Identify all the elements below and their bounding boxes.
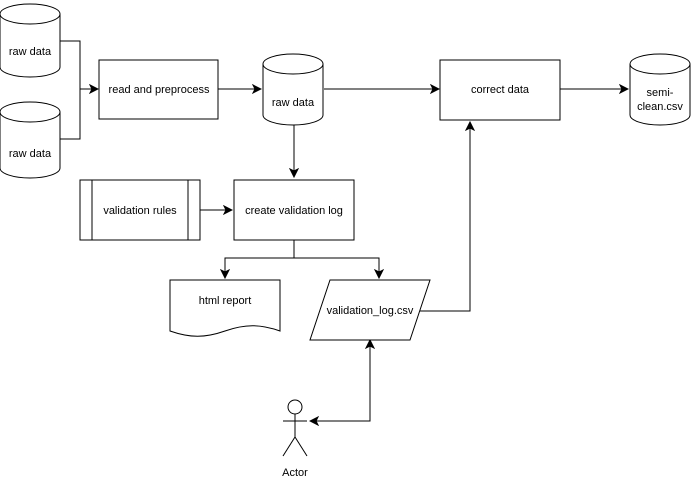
raw-data-2-label: raw data: [9, 148, 52, 160]
raw-data-1-label: raw data: [9, 46, 52, 58]
read-and-preprocess-label: read and preprocess: [109, 84, 210, 96]
create-validation-log-label: create validation log: [245, 205, 343, 217]
html-report-label: html report: [199, 295, 252, 307]
edges: [60, 40, 628, 422]
actor-head-icon: [287, 399, 303, 415]
actor-figure[interactable]: Actor: [282, 399, 308, 479]
edge-raw-data-2-to-read: [60, 89, 98, 140]
validation-log-csv-label: validation_log.csv: [327, 305, 414, 317]
validation-rules-label: validation rules: [103, 205, 177, 217]
raw-data-3-label: raw data: [272, 97, 315, 109]
create-validation-log-process[interactable]: create validation log: [233, 179, 355, 241]
edge-actor-validation-csv: [321, 340, 370, 422]
semi-clean-csv-cylinder[interactable]: semi- clean.csv: [629, 53, 691, 126]
correct-data-process[interactable]: correct data: [439, 59, 561, 121]
edge-raw-data-1-to-read: [60, 40, 81, 89]
semi-clean-line2-label: clean.csv: [637, 101, 683, 113]
edge-create-log-to-validation-csv: [294, 257, 379, 278]
edge-create-log-to-html-report: [225, 240, 295, 278]
correct-data-label: correct data: [471, 84, 530, 96]
raw-data-cylinder-1[interactable]: raw data: [0, 3, 61, 78]
validation-rules-predefined-process[interactable]: validation rules: [79, 179, 201, 241]
semi-clean-line1-label: semi-: [647, 87, 674, 99]
html-report-document[interactable]: html report: [169, 279, 281, 337]
edge-validation-csv-to-correct: [416, 122, 470, 312]
actor-label: Actor: [282, 467, 308, 479]
read-and-preprocess-process[interactable]: read and preprocess: [98, 59, 219, 120]
validation-log-csv-data[interactable]: validation_log.csv: [309, 279, 431, 341]
raw-data-cylinder-2[interactable]: raw data: [0, 101, 61, 179]
raw-data-cylinder-3[interactable]: raw data: [262, 53, 324, 126]
